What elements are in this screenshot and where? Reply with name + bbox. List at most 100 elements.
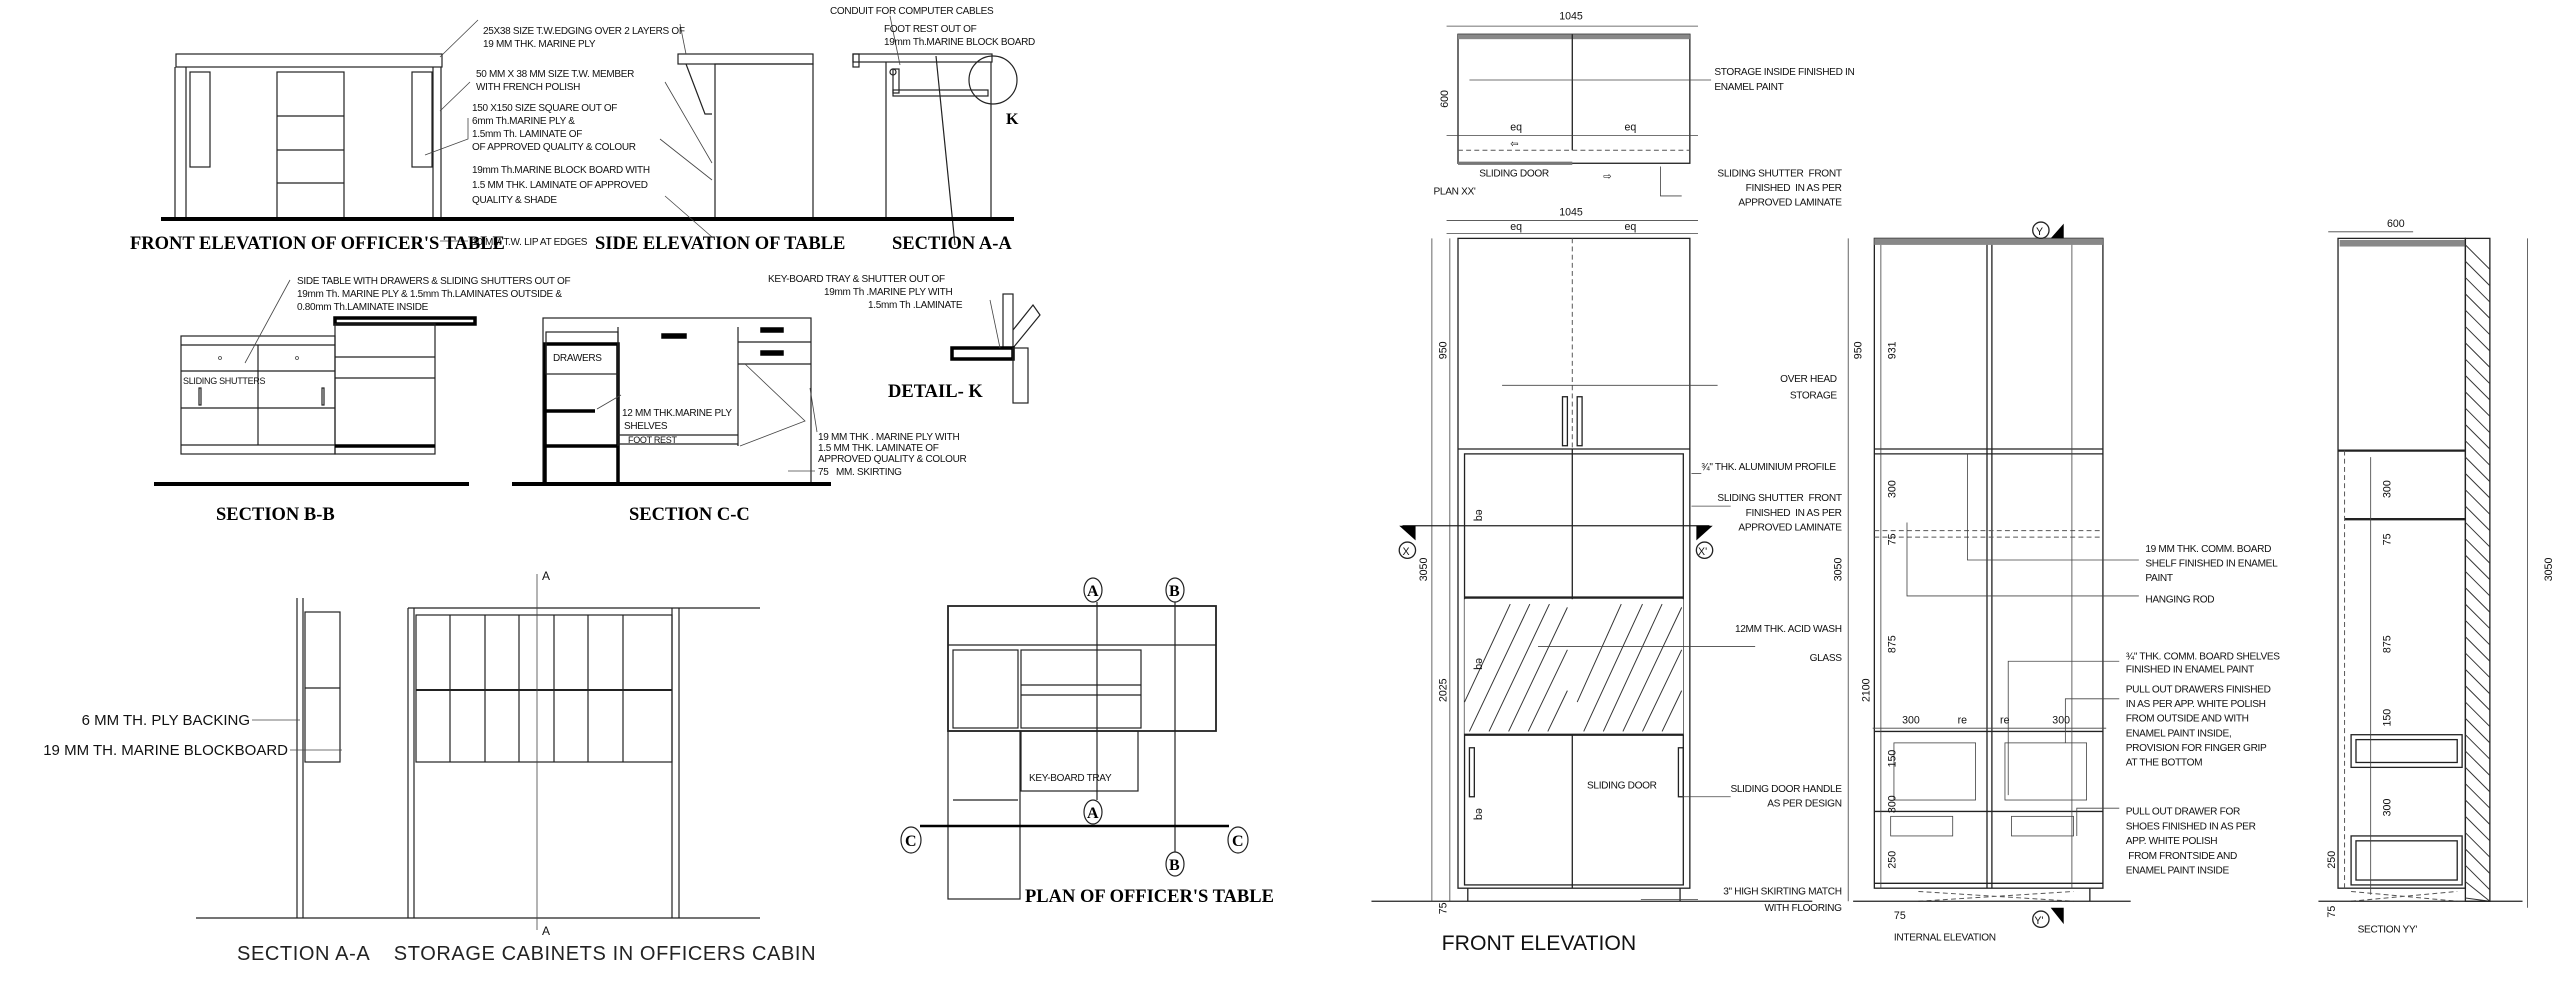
svg-text:X': X' (1698, 546, 1707, 558)
officer-table-front-elevation: K 25X38 SIZE T.W.EDGING OVER 2 LAYERS OF… (130, 6, 1035, 254)
dim-internal-250: 250 (1887, 851, 1899, 869)
note-comm-board-shelf-3: PAINT (2145, 573, 2173, 584)
dim-section-75a: 75 (2381, 533, 2393, 545)
dim-front-lower: 2025 (1438, 678, 1450, 702)
acid-wash-glass-hatch (1464, 603, 1683, 732)
note-blockboard-3: QUALITY & SHADE (472, 195, 557, 206)
hatch-line (2465, 293, 2491, 319)
note-keyboard-tray: KEY-BOARD TRAY & SHUTTER OUT OF (768, 274, 945, 285)
note-blockboard-2: 1.5 MM THK. LAMINATE OF APPROVED (472, 180, 648, 191)
hatch-line (2465, 864, 2491, 891)
dim-front-width: 1045 (1559, 207, 1583, 219)
note-shelves: ¾" THK. COMM. BOARD SHELVES (2126, 652, 2281, 663)
hatch-line (2465, 440, 2491, 466)
hatch-line (2465, 326, 2491, 352)
dim-plan-depth: 600 (1439, 90, 1451, 108)
note-storage-inside-2: ENAMEL PAINT (1714, 82, 1783, 93)
title-section-yy: SECTION YY' (2358, 924, 2418, 935)
hatch-line (2465, 669, 2491, 695)
dim-front-eq-right: eq (1625, 221, 1637, 233)
note-marine-blockboard: 19 MM TH. MARINE BLOCKBOARD (43, 742, 288, 759)
section-marker-a-top: A (1083, 577, 1103, 603)
dim-internal-inner-top: 931 (1887, 341, 1899, 359)
note-square-3: 1.5mm Th. LAMINATE OF (472, 129, 582, 140)
note-pull-drawers-4: ENAMEL PAINT INSIDE, (2126, 728, 2232, 739)
hatch-line (2465, 473, 2491, 499)
section-c-c: DRAWERS FOOT REST 12 MM THK.MARINE PLY S… (512, 317, 967, 525)
dim-internal-re-right: re (2000, 714, 2010, 726)
title-plan-xx: PLAN XX' (1434, 186, 1476, 197)
section-b-b: SIDE TABLE WITH DRAWERS & SLIDING SHUTTE… (154, 276, 571, 525)
dim-section-75b: 75 (2326, 906, 2338, 918)
label-foot-rest: FOOT REST (628, 435, 677, 445)
title-section-a-a: SECTION A-A (892, 234, 1012, 254)
label-keyboard-tray: KEY-BOARD TRAY (1029, 773, 1112, 784)
hatch-line (2465, 554, 2491, 580)
note-foot-rest: FOOT REST OUT OF (884, 24, 977, 35)
note-shutter-front-3: APPROVED LAMINATE (1738, 523, 1842, 534)
arrow-right-icon: ⇨ (1603, 172, 1611, 183)
cut-line-label-top: A (542, 569, 550, 583)
wardrobe-drawings: 1045 600 eq eq ⇦ ⇨ SLIDING DOOR PLAN XX'… (1371, 11, 2555, 955)
dim-internal-re-left: re (1958, 714, 1968, 726)
hatch-line (2465, 767, 2491, 793)
note-square: 150 X150 SIZE SQUARE OUT OF (472, 103, 617, 114)
note-marine-ply-2: 1.5 MM THK. LAMINATE OF (818, 443, 939, 454)
title-section-c-c: SECTION C-C (629, 505, 750, 525)
hatch-line (2465, 522, 2491, 548)
svg-text:Y': Y' (2034, 915, 2043, 927)
note-pull-drawers: PULL OUT DRAWERS FINISHED (2126, 684, 2271, 695)
note-side-table-2: 19mm Th. MARINE PLY & 1.5mm Th.LAMINATES… (297, 289, 562, 300)
storage-cabinets-section: A A 6 MM TH. PLY BACKING 19 MM TH. MARIN… (43, 569, 815, 965)
note-shelves-2: FINISHED IN ENAMEL PAINT (2126, 665, 2254, 676)
hatch-line (2465, 342, 2491, 368)
dim-section-875: 875 (2381, 635, 2393, 653)
wall-hatch (2465, 244, 2491, 902)
hatch-line (2465, 799, 2491, 825)
note-side-table-3: 0.80mm Th.LAMINATE INSIDE (297, 302, 429, 313)
note-foot-rest-2: 19mm Th.MARINE BLOCK BOARD (884, 37, 1035, 48)
svg-text:X: X (1402, 546, 1409, 558)
dim-front-eq-left: eq (1510, 221, 1522, 233)
section-marker-x-prime: X' (1695, 525, 1714, 560)
hatch-line (2465, 718, 2491, 744)
note-shoe-drawer: PULL OUT DRAWER FOR (2126, 807, 2240, 818)
detail-k: KEY-BOARD TRAY & SHUTTER OUT OF 19mm Th … (768, 274, 1041, 404)
note-square-2: 6mm Th.MARINE PLY & (472, 116, 575, 127)
dim-internal-300-right: 300 (2052, 714, 2070, 726)
label-drawers: DRAWERS (553, 353, 602, 364)
note-side-table: SIDE TABLE WITH DRAWERS & SLIDING SHUTTE… (297, 276, 570, 287)
dim-plan-width: 1045 (1559, 11, 1583, 23)
note-comm-board-shelf: 19 MM THK. COMM. BOARD (2145, 544, 2271, 555)
section-marker-y: Y (2032, 221, 2064, 240)
hatch-line (2465, 701, 2491, 727)
dim-internal-300a: 300 (1887, 480, 1899, 498)
note-skirting-match: 3" HIGH SKIRTING MATCH (1723, 887, 1842, 898)
note-keyboard-tray-3: 1.5mm Th .LAMINATE (868, 300, 963, 311)
hatch-line (2465, 750, 2491, 776)
wardrobe-section-yy: 600 300 75 875 150 300 250 75 3050 SECTI… (2318, 218, 2555, 935)
note-aluminium-profile: ¾" THK. ALUMINIUM PROFILE (1701, 462, 1836, 473)
svg-text:C: C (905, 833, 917, 850)
dim-internal-300-left: 300 (1902, 714, 1920, 726)
hatch-line (2465, 603, 2491, 629)
note-plan-shutter-2: FINISHED IN AS PER (1746, 183, 1842, 194)
title-front-elevation: FRONT ELEVATION (1442, 932, 1637, 955)
dim-internal-2100: 2100 (1860, 678, 1872, 702)
note-shutter-front-2: FINISHED IN AS PER (1746, 508, 1842, 519)
title-side-elevation-table: SIDE ELEVATION OF TABLE (595, 234, 845, 254)
title-plan-officer-table: PLAN OF OFFICER'S TABLE (1025, 887, 1274, 907)
svg-text:A: A (1087, 805, 1099, 822)
section-marker-b-bottom: B (1165, 851, 1185, 877)
wardrobe-front-elevation: 1045 eq eq 3050 950 2025 75 eq eq eq X X… (1371, 207, 1843, 955)
dim-plan-eq-right: eq (1625, 122, 1637, 134)
note-overhead-storage-2: STORAGE (1790, 390, 1838, 401)
section-marker-x: X (1398, 525, 1417, 560)
note-acid-glass-2: GLASS (1810, 653, 1843, 664)
hatch-line (2465, 244, 2491, 270)
svg-text:Y: Y (2036, 226, 2043, 238)
cut-line-label-bottom: A (542, 924, 550, 938)
section-marker-c-right: C (1227, 826, 1249, 854)
note-comm-board-shelf-2: SHELF FINISHED IN ENAMEL (2145, 559, 2278, 570)
note-pull-drawers-6: AT THE BOTTOM (2126, 758, 2202, 769)
